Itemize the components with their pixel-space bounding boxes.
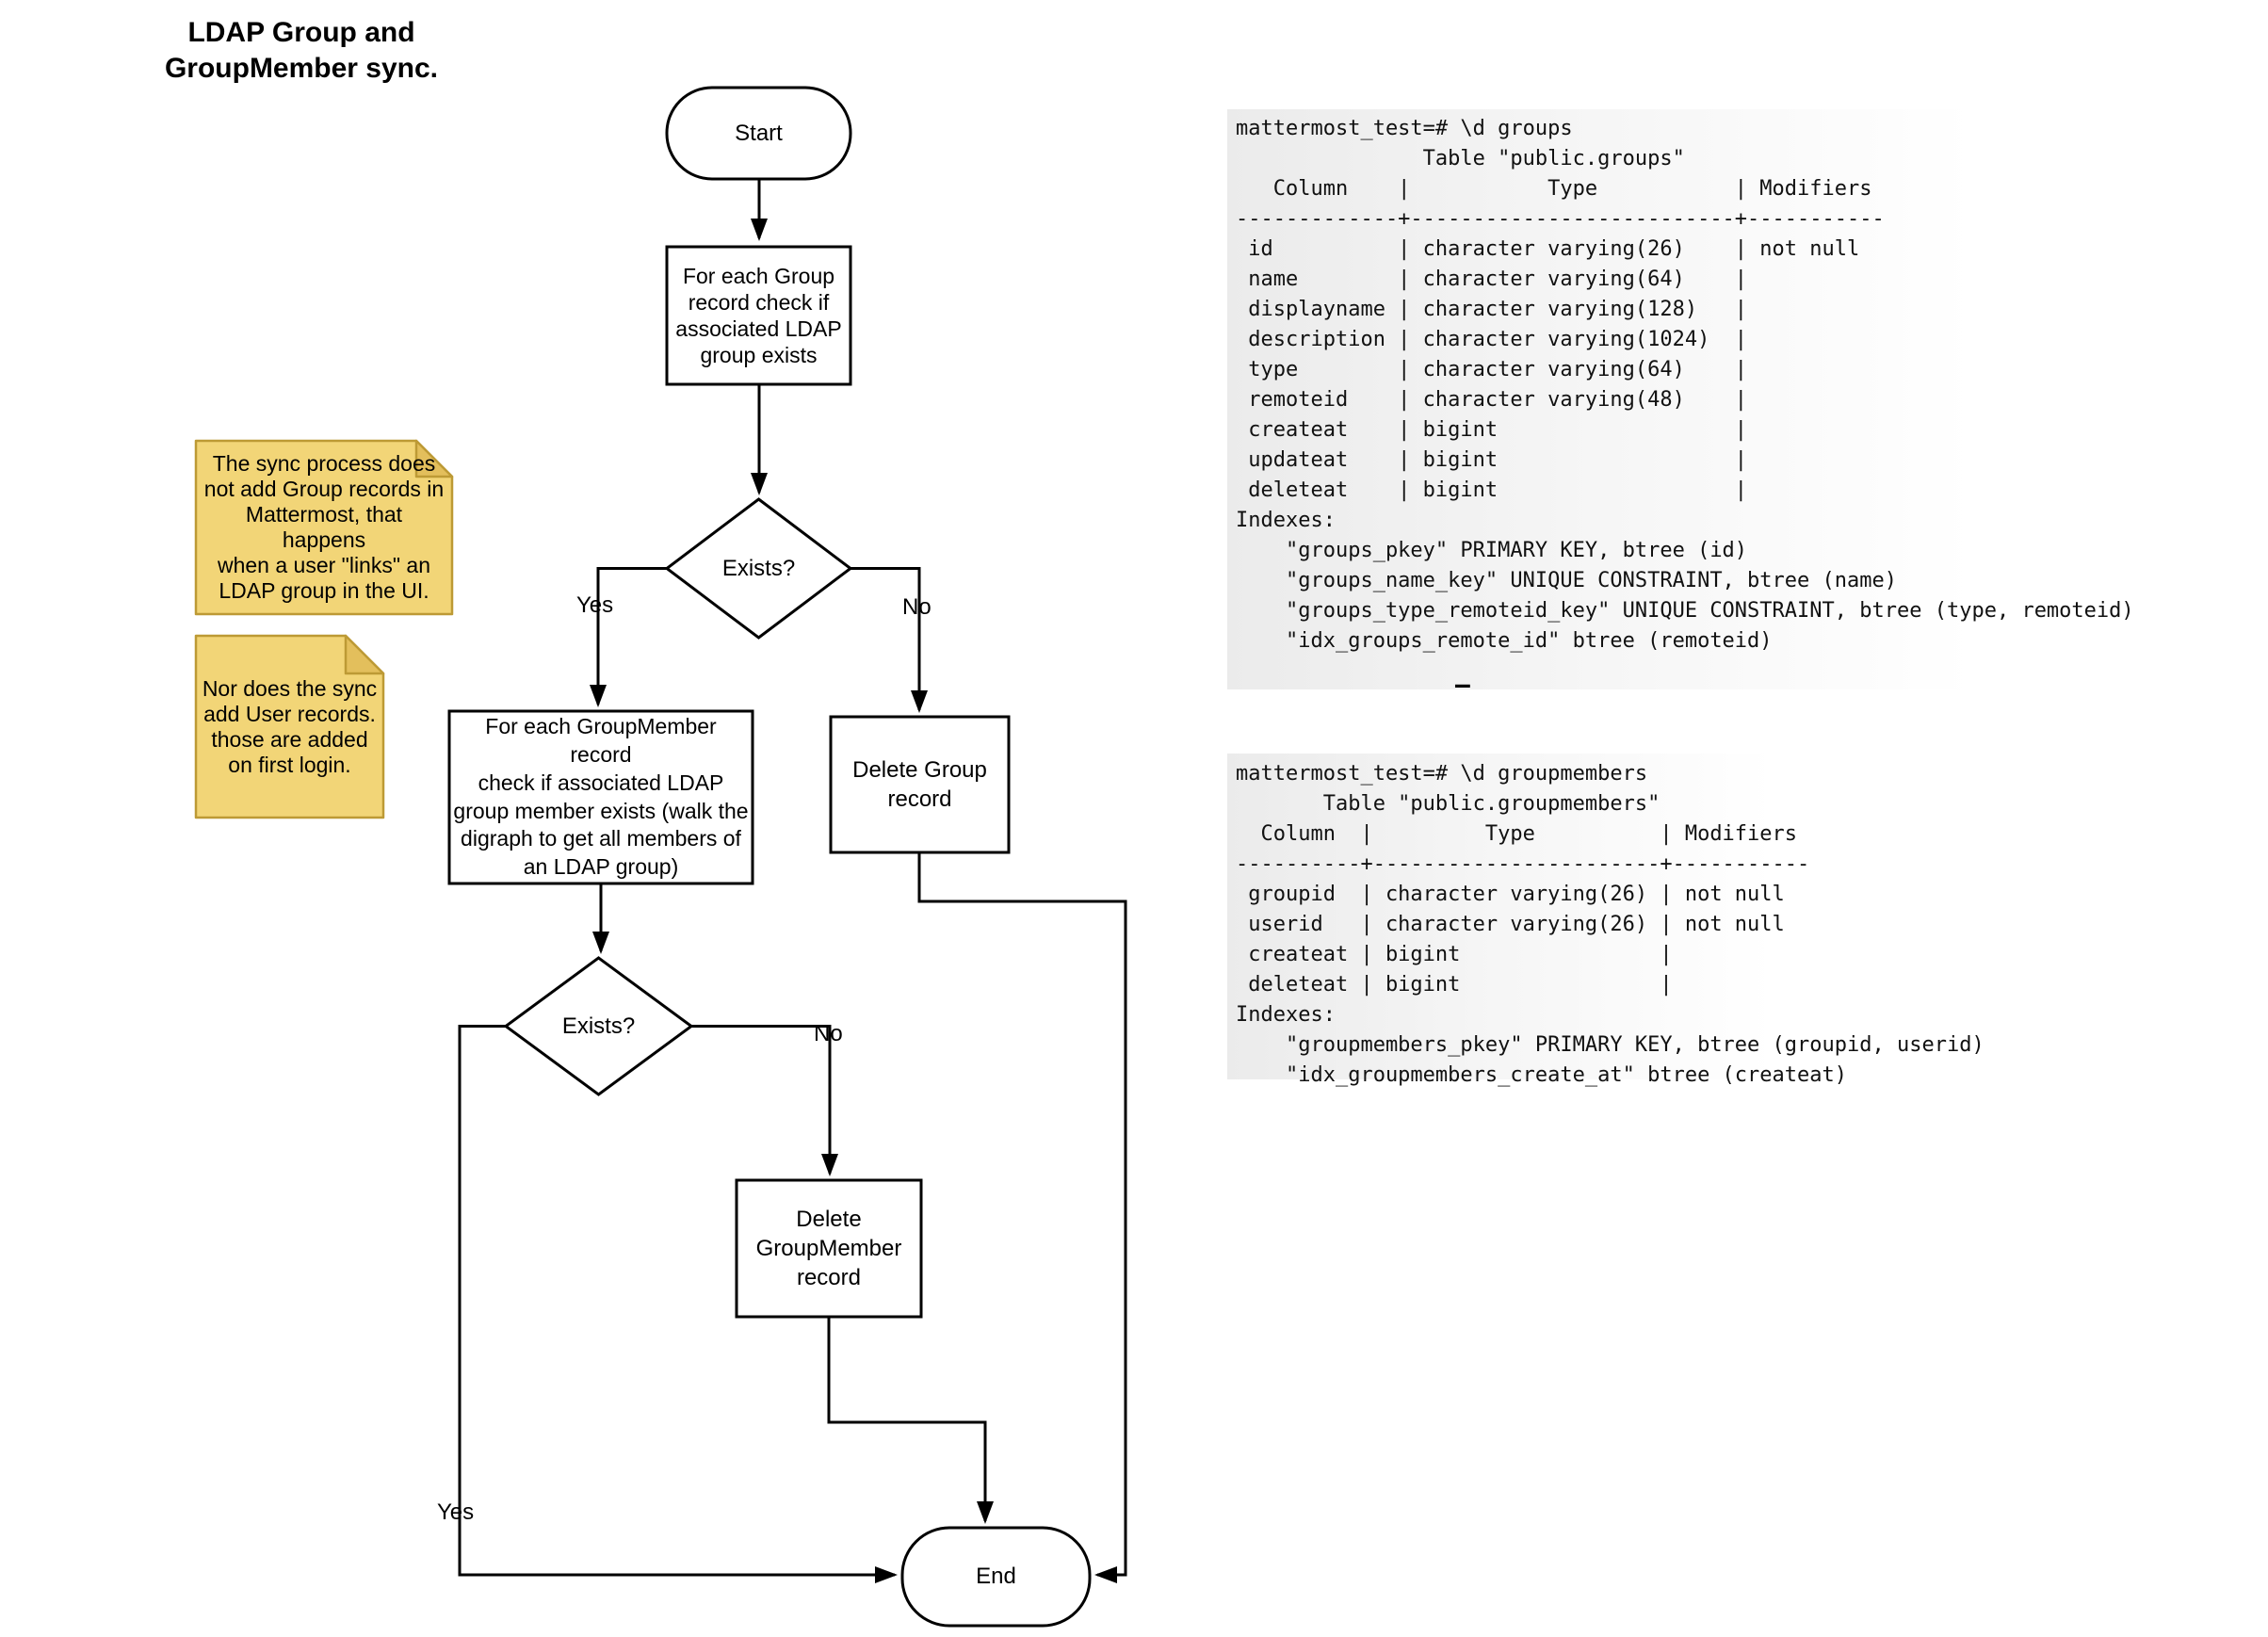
exists2-no-label: No xyxy=(814,1021,843,1046)
connector-exists1-no xyxy=(850,567,928,713)
delete-group-node xyxy=(829,715,1011,854)
exists2-diamond xyxy=(503,956,694,1096)
connector-exists2-no xyxy=(691,1025,838,1176)
exists2-label: Exists? xyxy=(561,1013,636,1039)
exists1-no-label: No xyxy=(902,594,932,620)
connector-delete-groupmember-to-end xyxy=(827,1317,994,1524)
sticky-note-2-fold xyxy=(344,634,385,675)
terminal-groups-output: mattermost_test=# \d groups Table "publi… xyxy=(1236,117,2134,653)
sticky-note-2-text: Nor does the sync add User records. thos… xyxy=(202,675,378,777)
end-node xyxy=(900,1526,1092,1628)
exists1-yes-label: Yes xyxy=(576,592,614,618)
connector-exists1-yes xyxy=(590,567,667,707)
delete-groupmember-label: Delete GroupMember record xyxy=(755,1206,902,1291)
sticky-note-1-body xyxy=(194,439,454,616)
diagram-title: LDAP Group and GroupMember sync. xyxy=(164,17,439,84)
sticky-note-1-text: The sync process does not add Group reco… xyxy=(203,451,445,603)
connector-exists2-yes-to-end xyxy=(458,1025,898,1583)
stray-dash: – xyxy=(1454,667,1471,701)
end-label: End xyxy=(976,1564,1016,1590)
sticky-note-2-body xyxy=(194,634,385,819)
check-group-node xyxy=(665,245,852,386)
terminal-groups-background xyxy=(1227,109,2160,689)
exists2-yes-label: Yes xyxy=(437,1499,475,1525)
terminal-groupmembers-output: mattermost_test=# \d groupmembers Table … xyxy=(1236,762,1984,1087)
connector-delete-group-to-end xyxy=(917,852,1127,1583)
start-node xyxy=(665,86,852,181)
terminal-groupmembers-background xyxy=(1227,754,1910,1079)
check-groupmember-label: For each GroupMember record check if ass… xyxy=(453,713,749,880)
start-label: Start xyxy=(735,120,783,146)
delete-group-label: Delete Group record xyxy=(852,756,987,812)
check-groupmember-node xyxy=(447,709,754,885)
sticky-note-1-fold xyxy=(414,439,454,478)
check-group-label: For each Group record check if associate… xyxy=(675,263,842,368)
delete-groupmember-node xyxy=(735,1178,923,1319)
exists1-diamond xyxy=(664,497,853,640)
exists1-label: Exists? xyxy=(721,555,796,581)
